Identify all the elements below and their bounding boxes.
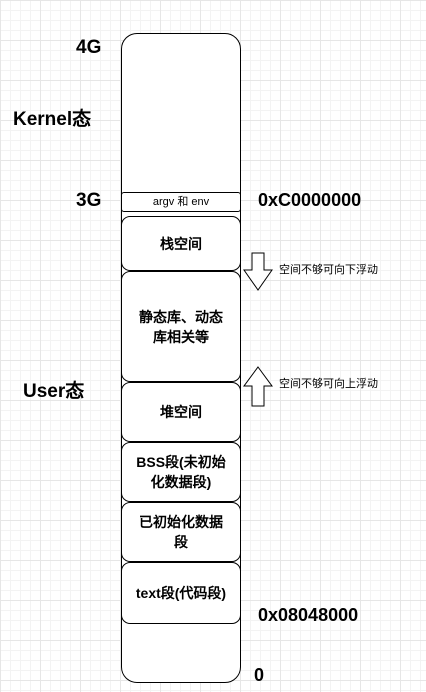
data-label-line1: 已初始化数据 (139, 514, 223, 530)
bss-label-line2: 化数据段) (150, 474, 212, 490)
data-segment: 已初始化数据 段 (121, 502, 241, 562)
label-4g: 4G (76, 37, 102, 58)
heap-label: 堆空间 (160, 404, 202, 420)
label-kernel-mode: Kernel态 (13, 109, 92, 130)
data-label-line2: 段 (174, 534, 188, 550)
argv-env-label: argv 和 env (152, 196, 210, 208)
bss-segment: BSS段(未初始 化数据段) (121, 442, 241, 502)
stack-label: 栈空间 (160, 235, 202, 252)
address-zero: 0 (254, 665, 265, 685)
bss-label-line1: BSS段(未初始 (136, 454, 226, 470)
address-kernel-start: 0xC0000000 (258, 190, 362, 210)
arrow-up-icon (243, 366, 273, 407)
shared-libs-label-line1: 静态库、动态 (139, 308, 223, 325)
text-segment: text段(代码段) (121, 562, 241, 624)
stack-segment: 栈空间 (121, 216, 241, 271)
label-user-mode: User态 (23, 381, 85, 402)
address-text-start: 0x08048000 (258, 605, 359, 625)
shared-libs-segment: 静态库、动态 库相关等 (121, 271, 241, 382)
arrow-down-icon (243, 252, 273, 291)
stack-grow-note: 空间不够可向下浮动 (279, 264, 378, 276)
argv-env-segment: argv 和 env (121, 192, 241, 212)
heap-segment: 堆空间 (121, 382, 241, 442)
text-label: text段(代码段) (135, 585, 227, 601)
label-3g: 3G (76, 190, 102, 211)
shared-libs-label-line2: 库相关等 (153, 328, 209, 345)
heap-grow-note: 空间不够可向上浮动 (279, 378, 378, 390)
